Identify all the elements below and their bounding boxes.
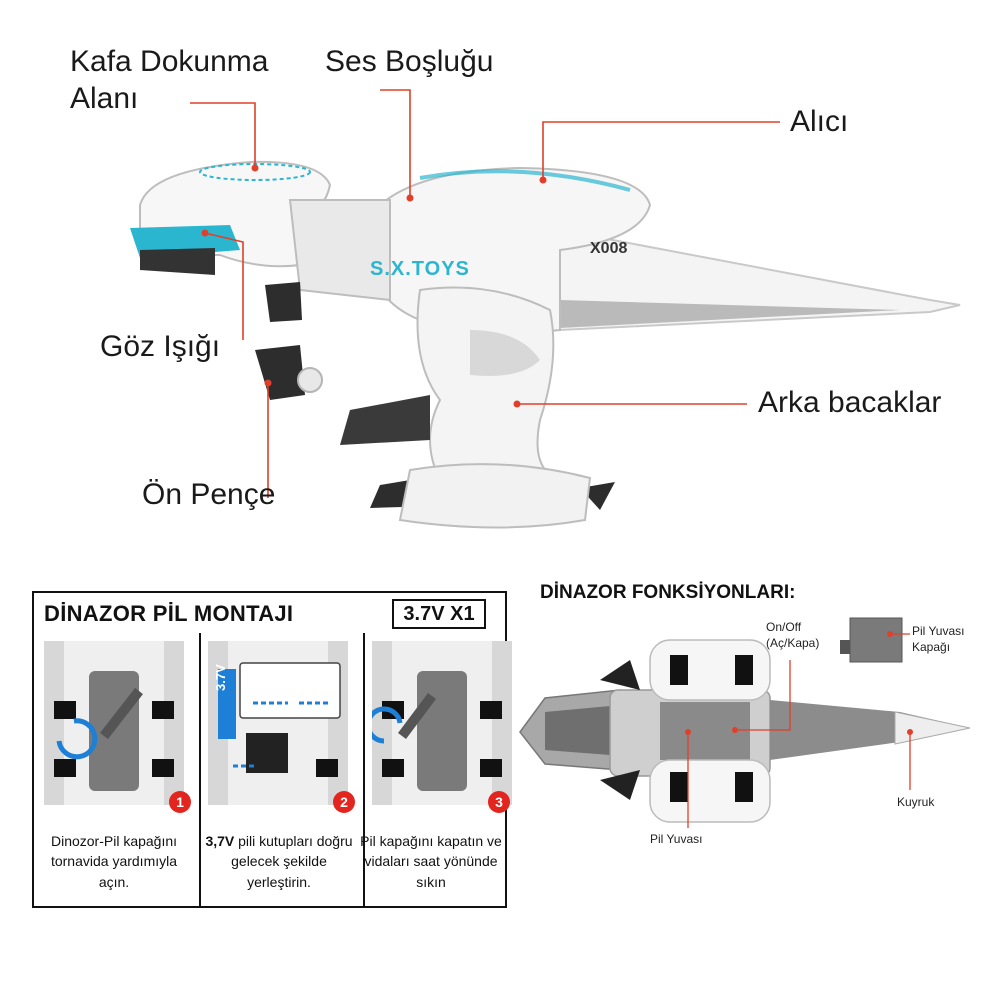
dino-hind-leg xyxy=(416,286,561,481)
label-hind-legs: Arka bacaklar xyxy=(758,386,942,419)
battery-voltage-box: 3.7V X1 xyxy=(392,599,486,629)
brand-mark: S.X.TOYS xyxy=(370,258,470,280)
step-3-caption: Pil kapağını kapatın ve vidaları saat yö… xyxy=(360,833,502,890)
label-battery-cover-line2: Kapağı xyxy=(912,640,951,654)
step-3-image xyxy=(372,641,512,805)
label-head-touch-line2: Alanı xyxy=(70,82,139,115)
model-mark: X008 xyxy=(590,240,628,257)
step-1-caption: Dinozor-Pil kapağını tornavida yardımıyl… xyxy=(50,833,178,890)
label-front-claw: Ön Pençe xyxy=(142,478,276,511)
function-leader-lines xyxy=(687,633,911,828)
step-2-caption-text: pili kutupları doğru gelecek şekilde yer… xyxy=(231,833,353,890)
step-2-caption-bold: 3,7V xyxy=(205,833,235,849)
step-2-badge: 2 xyxy=(333,791,355,813)
step-divider-1 xyxy=(199,633,201,908)
label-battery-slot: Pil Yuvası xyxy=(650,832,703,846)
battery-assembly-panel: DİNAZOR PİL MONTAJI 3.7V X1 1 Dinozor-Pi… xyxy=(32,591,512,908)
battery-panel-title: DİNAZOR PİL MONTAJI xyxy=(44,601,294,626)
label-receiver: Alıcı xyxy=(790,105,849,138)
label-sound-hole: Ses Boşluğu xyxy=(325,45,494,78)
label-on-off-line2: (Aç/Kapa) xyxy=(766,636,820,650)
label-battery-cover-line1: Pil Yuvası xyxy=(912,624,965,638)
leader-lines xyxy=(190,89,780,498)
step-3-badge: 3 xyxy=(488,791,510,813)
functions-title: DİNAZOR FONKSİYONLARI: xyxy=(540,582,796,603)
label-tail: Kuyruk xyxy=(897,795,935,809)
step-1-badge: 1 xyxy=(169,791,191,813)
label-eye-light: Göz Işığı xyxy=(100,330,221,363)
label-on-off-line1: On/Off xyxy=(766,620,802,634)
step-2-image xyxy=(208,641,348,805)
step-divider-2 xyxy=(363,633,365,908)
label-head-touch-line1: Kafa Dokunma xyxy=(70,45,269,78)
step-1-image xyxy=(44,641,184,805)
step-2-caption: 3,7V pili kutupları doğru gelecek şekild… xyxy=(204,831,354,892)
